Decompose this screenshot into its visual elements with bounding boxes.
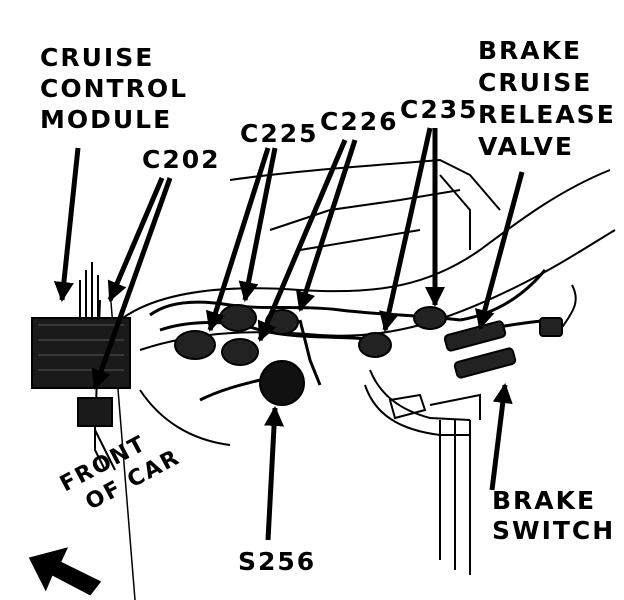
label-c226: C226 bbox=[320, 107, 399, 136]
splice-s256 bbox=[259, 360, 305, 406]
label-s256: S256 bbox=[238, 547, 317, 576]
label-c225: C225 bbox=[240, 119, 319, 148]
label-c202: C202 bbox=[142, 145, 221, 174]
callout-arrows bbox=[53, 127, 525, 541]
label-brake-switch: BRAKE SWITCH bbox=[492, 486, 616, 545]
front-arrow bbox=[28, 547, 102, 596]
label-brake-cruise-release-valve: BRAKE CRUISE RELEASE VALVE bbox=[478, 36, 616, 161]
connectors bbox=[174, 304, 563, 379]
label-cruise-control-module: CRUISE CONTROL MODULE bbox=[40, 43, 189, 134]
label-c235: C235 bbox=[400, 95, 479, 124]
steering-column bbox=[364, 369, 481, 575]
